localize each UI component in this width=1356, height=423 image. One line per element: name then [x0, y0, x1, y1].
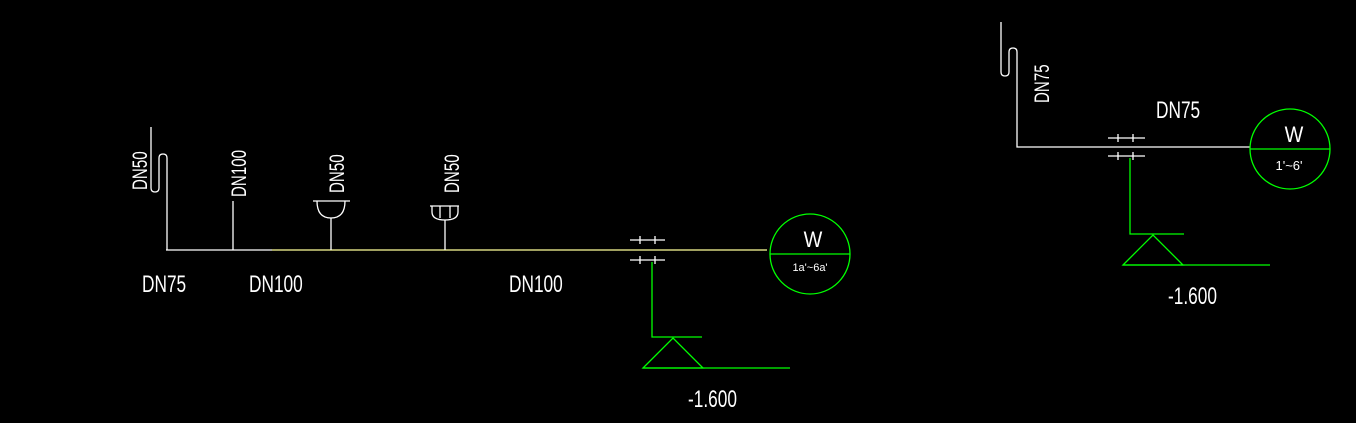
left-riser-2-label: DN100	[226, 150, 250, 197]
right-pipe-label: DN75	[1156, 97, 1200, 123]
left-elevation-marker	[641, 262, 790, 369]
left-casing-symbol	[630, 236, 665, 264]
right-riser-s-trap	[1000, 22, 1250, 148]
left-well-letter: W	[804, 228, 823, 252]
right-well-letter: W	[1285, 123, 1304, 147]
left-pipe-label-dn75: DN75	[142, 271, 186, 297]
left-pipe-label-dn100-a: DN100	[249, 271, 303, 297]
left-riser-4-cleanout	[430, 205, 459, 250]
right-elevation-marker	[1121, 158, 1270, 266]
right-drainage-system: DN75 DN75 -1.600 W 1'~6'	[1000, 22, 1331, 310]
left-riser-1-s-trap	[150, 127, 168, 250]
left-well-range: 1a'~6a'	[792, 262, 827, 274]
left-riser-4-label: DN50	[439, 154, 463, 193]
right-riser-label: DN75	[1029, 64, 1053, 103]
left-riser-1-label: DN50	[127, 151, 151, 190]
left-inspection-well	[769, 213, 851, 295]
right-casing-symbol	[1108, 134, 1145, 160]
left-riser-3-label: DN50	[324, 154, 348, 193]
left-riser-3-floor-drain	[313, 200, 350, 250]
left-pipe-label-dn100-b: DN100	[509, 271, 563, 297]
right-elevation-label: -1.600	[1168, 283, 1217, 309]
left-elevation-label: -1.600	[688, 386, 737, 412]
right-well-range: 1'~6'	[1275, 158, 1302, 173]
right-inspection-well	[1249, 108, 1331, 190]
left-drainage-system: DN50 DN100 DN50 DN50 DN75 DN100 DN100 -1…	[127, 127, 851, 413]
